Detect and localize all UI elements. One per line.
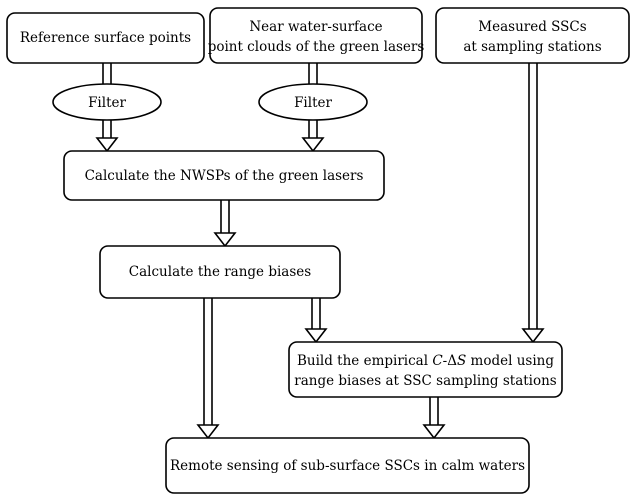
- arrow-model-to-remote: [422, 397, 446, 440]
- node-build-empirical-model-line1: Build the empirical C-ΔS model using: [297, 353, 554, 369]
- node-filter-2: Filter: [258, 83, 368, 121]
- node-near-water-line1: Near water-surface: [249, 19, 382, 35]
- arrows: [95, 63, 545, 440]
- node-measured-sscs-line2: at sampling stations: [463, 39, 601, 55]
- arrow-nearwater-to-filter2: [308, 63, 318, 84]
- node-remote-sensing: Remote sensing of sub-surface SSCs in ca…: [165, 437, 530, 494]
- node-remote-sensing-label: Remote sensing of sub-surface SSCs in ca…: [170, 458, 525, 474]
- node-reference-surface-points-label: Reference surface points: [20, 30, 191, 46]
- node-measured-sscs: Measured SSCs at sampling stations: [435, 7, 630, 64]
- arrow-filter1-to-nwsp: [95, 120, 119, 153]
- node-calculate-nwsps-label: Calculate the NWSPs of the green lasers: [85, 168, 364, 184]
- node-build-empirical-model-line2: range biases at SSC sampling stations: [294, 373, 557, 389]
- arrow-filter2-to-nwsp: [301, 120, 325, 153]
- node-filter-2-label: Filter: [294, 95, 332, 111]
- node-calculate-nwsps: Calculate the NWSPs of the green lasers: [63, 150, 385, 201]
- node-filter-1: Filter: [52, 83, 162, 121]
- node-calculate-range-biases: Calculate the range biases: [99, 245, 341, 299]
- arrow-bias-to-remote: [196, 298, 220, 440]
- node-near-water-line2: point clouds of the green lasers: [208, 39, 425, 55]
- node-filter-1-label: Filter: [88, 95, 126, 111]
- arrow-measured-to-model: [521, 63, 545, 344]
- node-reference-surface-points: Reference surface points: [6, 12, 205, 64]
- arrow-bias-to-model: [304, 298, 328, 344]
- node-measured-sscs-line1: Measured SSCs: [478, 19, 586, 35]
- node-calculate-range-biases-label: Calculate the range biases: [129, 264, 311, 280]
- arrow-nwsp-to-bias: [213, 200, 237, 248]
- arrow-ref-to-filter1: [102, 63, 112, 84]
- node-build-empirical-model: Build the empirical C-ΔS model using ran…: [288, 341, 563, 398]
- node-near-water-surface-point-clouds: Near water-surface point clouds of the g…: [208, 7, 425, 64]
